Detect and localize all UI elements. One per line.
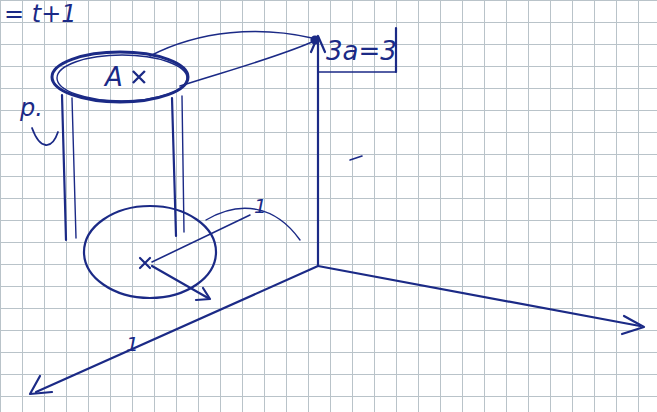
x-axis <box>36 266 318 392</box>
radius-line <box>152 215 250 262</box>
point-label: A <box>105 62 123 92</box>
y-axis <box>318 266 640 326</box>
projection-curve <box>180 42 312 86</box>
ellipse-node: A <box>49 49 191 105</box>
point <box>312 37 319 44</box>
radius-line <box>152 266 208 298</box>
tick <box>350 156 362 160</box>
sketch-label: 3a=3 <box>326 38 397 64</box>
cylinder-side <box>62 95 66 240</box>
z-axis <box>317 40 319 266</box>
sketch-label: = t+1 <box>4 2 77 26</box>
base-disk <box>84 206 216 298</box>
sketch-label: p. <box>20 96 43 120</box>
sketch-label: 1 <box>126 334 139 354</box>
cylinder-side <box>72 98 76 238</box>
sketch-label: 1 <box>254 196 267 216</box>
guide-curve <box>206 208 300 240</box>
cylinder-side <box>172 98 176 236</box>
arrowhead <box>196 288 210 300</box>
hook <box>32 128 58 145</box>
projection-curve <box>150 32 312 56</box>
bracket-line <box>318 71 396 72</box>
arrowhead <box>622 316 644 334</box>
arrowhead <box>311 36 325 52</box>
center-mark <box>140 258 150 268</box>
arrowhead <box>30 376 52 394</box>
